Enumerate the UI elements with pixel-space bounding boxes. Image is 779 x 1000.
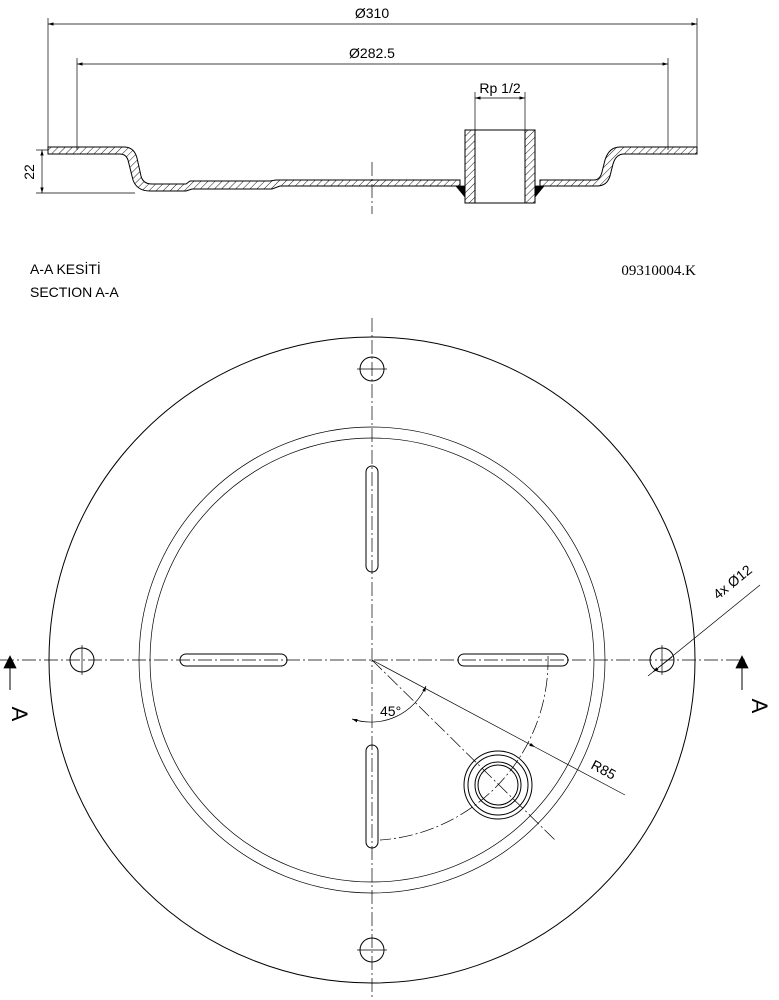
inner-diameter-label: Ø282.5: [349, 45, 395, 61]
section-view: Ø310 Ø282.5 Rp 1/2 22: [21, 5, 698, 214]
plate-section-right: [539, 146, 698, 187]
dimension-pipe-thread: Rp 1/2: [474, 80, 526, 130]
mounting-holes: [69, 356, 675, 963]
plan-view: R85 45° 4x Ø12 A A: [0, 318, 772, 998]
section-marker-left: A: [3, 655, 32, 722]
dimension-inner-diameter: Ø282.5: [76, 45, 669, 150]
section-marker-left-label: A: [7, 707, 32, 722]
pipe-socket-section: [455, 129, 545, 204]
holes-label: 4x Ø12: [710, 561, 755, 602]
section-marker-right: A: [735, 655, 772, 714]
angle-label: 45°: [380, 703, 401, 719]
section-title-en: SECTION A-A: [30, 284, 119, 300]
drawing-number: 09310004.K: [621, 263, 696, 279]
section-marker-right-label: A: [747, 699, 772, 714]
slot-right: [457, 653, 569, 667]
dimension-outer-diameter: Ø310: [47, 5, 698, 150]
dimension-height: 22: [21, 149, 135, 194]
slot-left: [179, 653, 288, 667]
outer-diameter-label: Ø310: [355, 5, 389, 21]
pipe-thread-label: Rp 1/2: [479, 80, 520, 96]
height-label: 22: [21, 164, 37, 180]
section-title-tr: A-A KESİTİ: [30, 260, 101, 277]
slot-bottom: [365, 744, 379, 849]
radius-construction: R85 45°: [351, 655, 626, 841]
stiffening-slots: [179, 465, 569, 849]
radius-label: R85: [589, 757, 619, 783]
plate-section-left: [47, 146, 461, 192]
slot-top: [365, 465, 379, 573]
socket-plan: [463, 750, 533, 820]
